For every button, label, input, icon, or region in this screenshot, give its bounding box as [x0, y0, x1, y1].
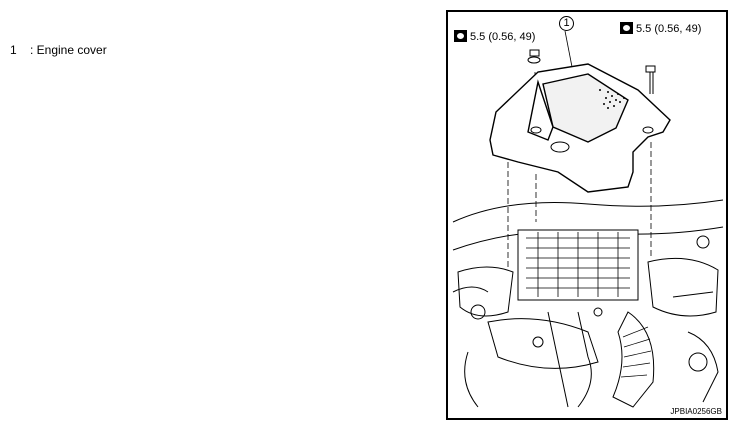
engine-cover-diagram: 5.5 (0.56, 49) 5.5 (0.56, 49) 1 JPBIA025… [446, 10, 728, 420]
torque-wrench-icon [620, 22, 633, 34]
torque-value-left: 5.5 (0.56, 49) [470, 31, 536, 43]
legend-item-label: : Engine cover [30, 43, 107, 57]
torque-spec-left: 5.5 (0.56, 49) [454, 30, 535, 43]
legend-item-number: 1 [10, 43, 17, 57]
figure-code: JPBIA0256GB [670, 407, 722, 416]
torque-value-right: 5.5 (0.56, 49) [636, 23, 702, 35]
torque-wrench-icon [454, 30, 467, 42]
parts-legend: 1 : Engine cover [10, 43, 107, 57]
engine-illustration [452, 30, 724, 408]
bolt-right [645, 65, 656, 94]
callout-1: 1 [559, 16, 574, 31]
bolt-left [527, 49, 541, 64]
torque-spec-right: 5.5 (0.56, 49) [620, 22, 701, 35]
